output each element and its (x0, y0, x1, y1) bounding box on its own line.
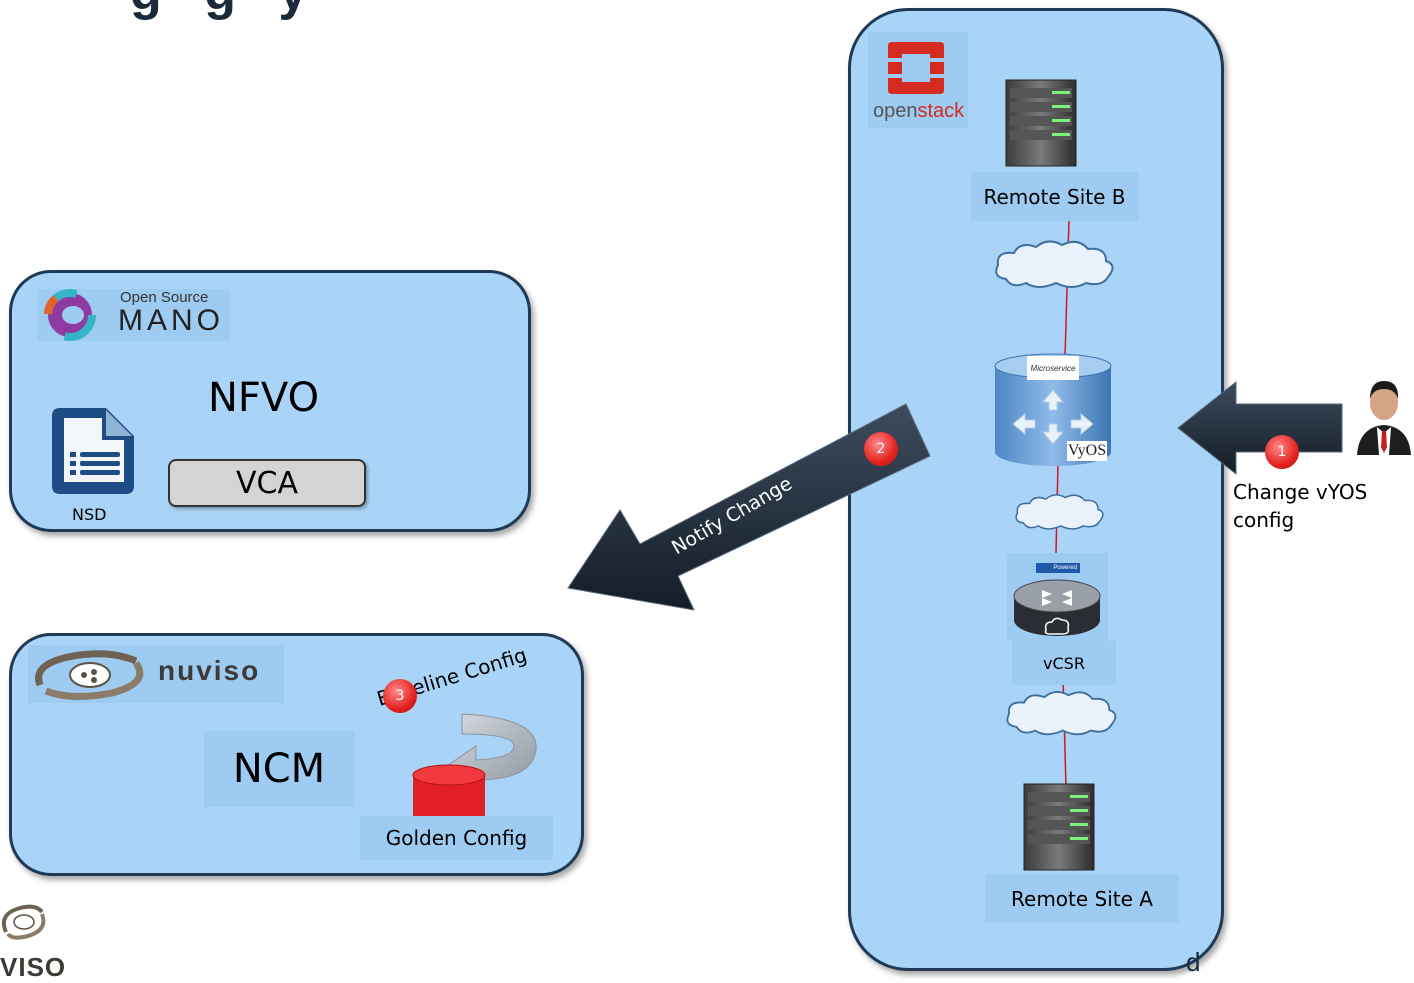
vcsr-label: vCSR (1012, 641, 1116, 685)
remote-site-a-label: Remote Site A (985, 874, 1179, 923)
cloud-icon (1006, 691, 1117, 736)
openstack-logo: openstack (868, 32, 968, 128)
nuviso-logo: nuviso (28, 645, 284, 703)
osm-logo: Open Source MANO (38, 289, 230, 341)
ncm-title: NCM (204, 731, 354, 807)
change-config-arrow (1177, 380, 1343, 476)
nuviso-logo-text: nuviso (158, 655, 261, 686)
change-config-label-line2: config (1233, 508, 1295, 532)
golden-config-label: Golden Config (360, 816, 553, 860)
vcsr-router-icon (1013, 579, 1101, 636)
openstack-logo-text: openstack (873, 100, 964, 123)
footer-logo-text: VISO (0, 952, 67, 982)
server-icon (1005, 79, 1077, 167)
user-icon (1357, 381, 1411, 455)
cloud-icon (1015, 494, 1104, 530)
vyos-label: VyOS (1067, 441, 1107, 461)
osm-logo-icon (44, 289, 96, 341)
step-3-badge: 3 (383, 679, 417, 713)
footer-nuviso-icon (1, 904, 46, 940)
vca-box: VCA (168, 459, 366, 507)
openstack-logo-prefix: open (873, 100, 918, 122)
openstack-logo-icon (888, 42, 944, 94)
nsd-document-icon (52, 408, 134, 494)
nfvo-title: NFVO (208, 375, 320, 421)
step-2-badge: 2 (864, 432, 898, 466)
footer-right-fragment: d (1186, 947, 1201, 977)
server-icon (1023, 783, 1095, 871)
step-1-badge: 1 (1265, 435, 1299, 469)
openstack-logo-suffix: stack (917, 100, 965, 122)
osm-logo-small: Open Source (120, 289, 209, 306)
nsd-label: NSD (72, 505, 107, 524)
header-title: g g y (130, 0, 321, 22)
change-config-label-line1: Change vYOS (1233, 480, 1368, 504)
notify-change-arrow (567, 403, 931, 611)
cisco-powered-badge: Powered (1036, 563, 1080, 573)
cloud-icon (995, 240, 1114, 288)
microservice-badge: Microservice (1027, 356, 1079, 380)
osm-logo-big: MANO (118, 304, 224, 337)
nuviso-logo-icon (35, 650, 144, 701)
remote-site-b-label: Remote Site B (971, 172, 1138, 221)
